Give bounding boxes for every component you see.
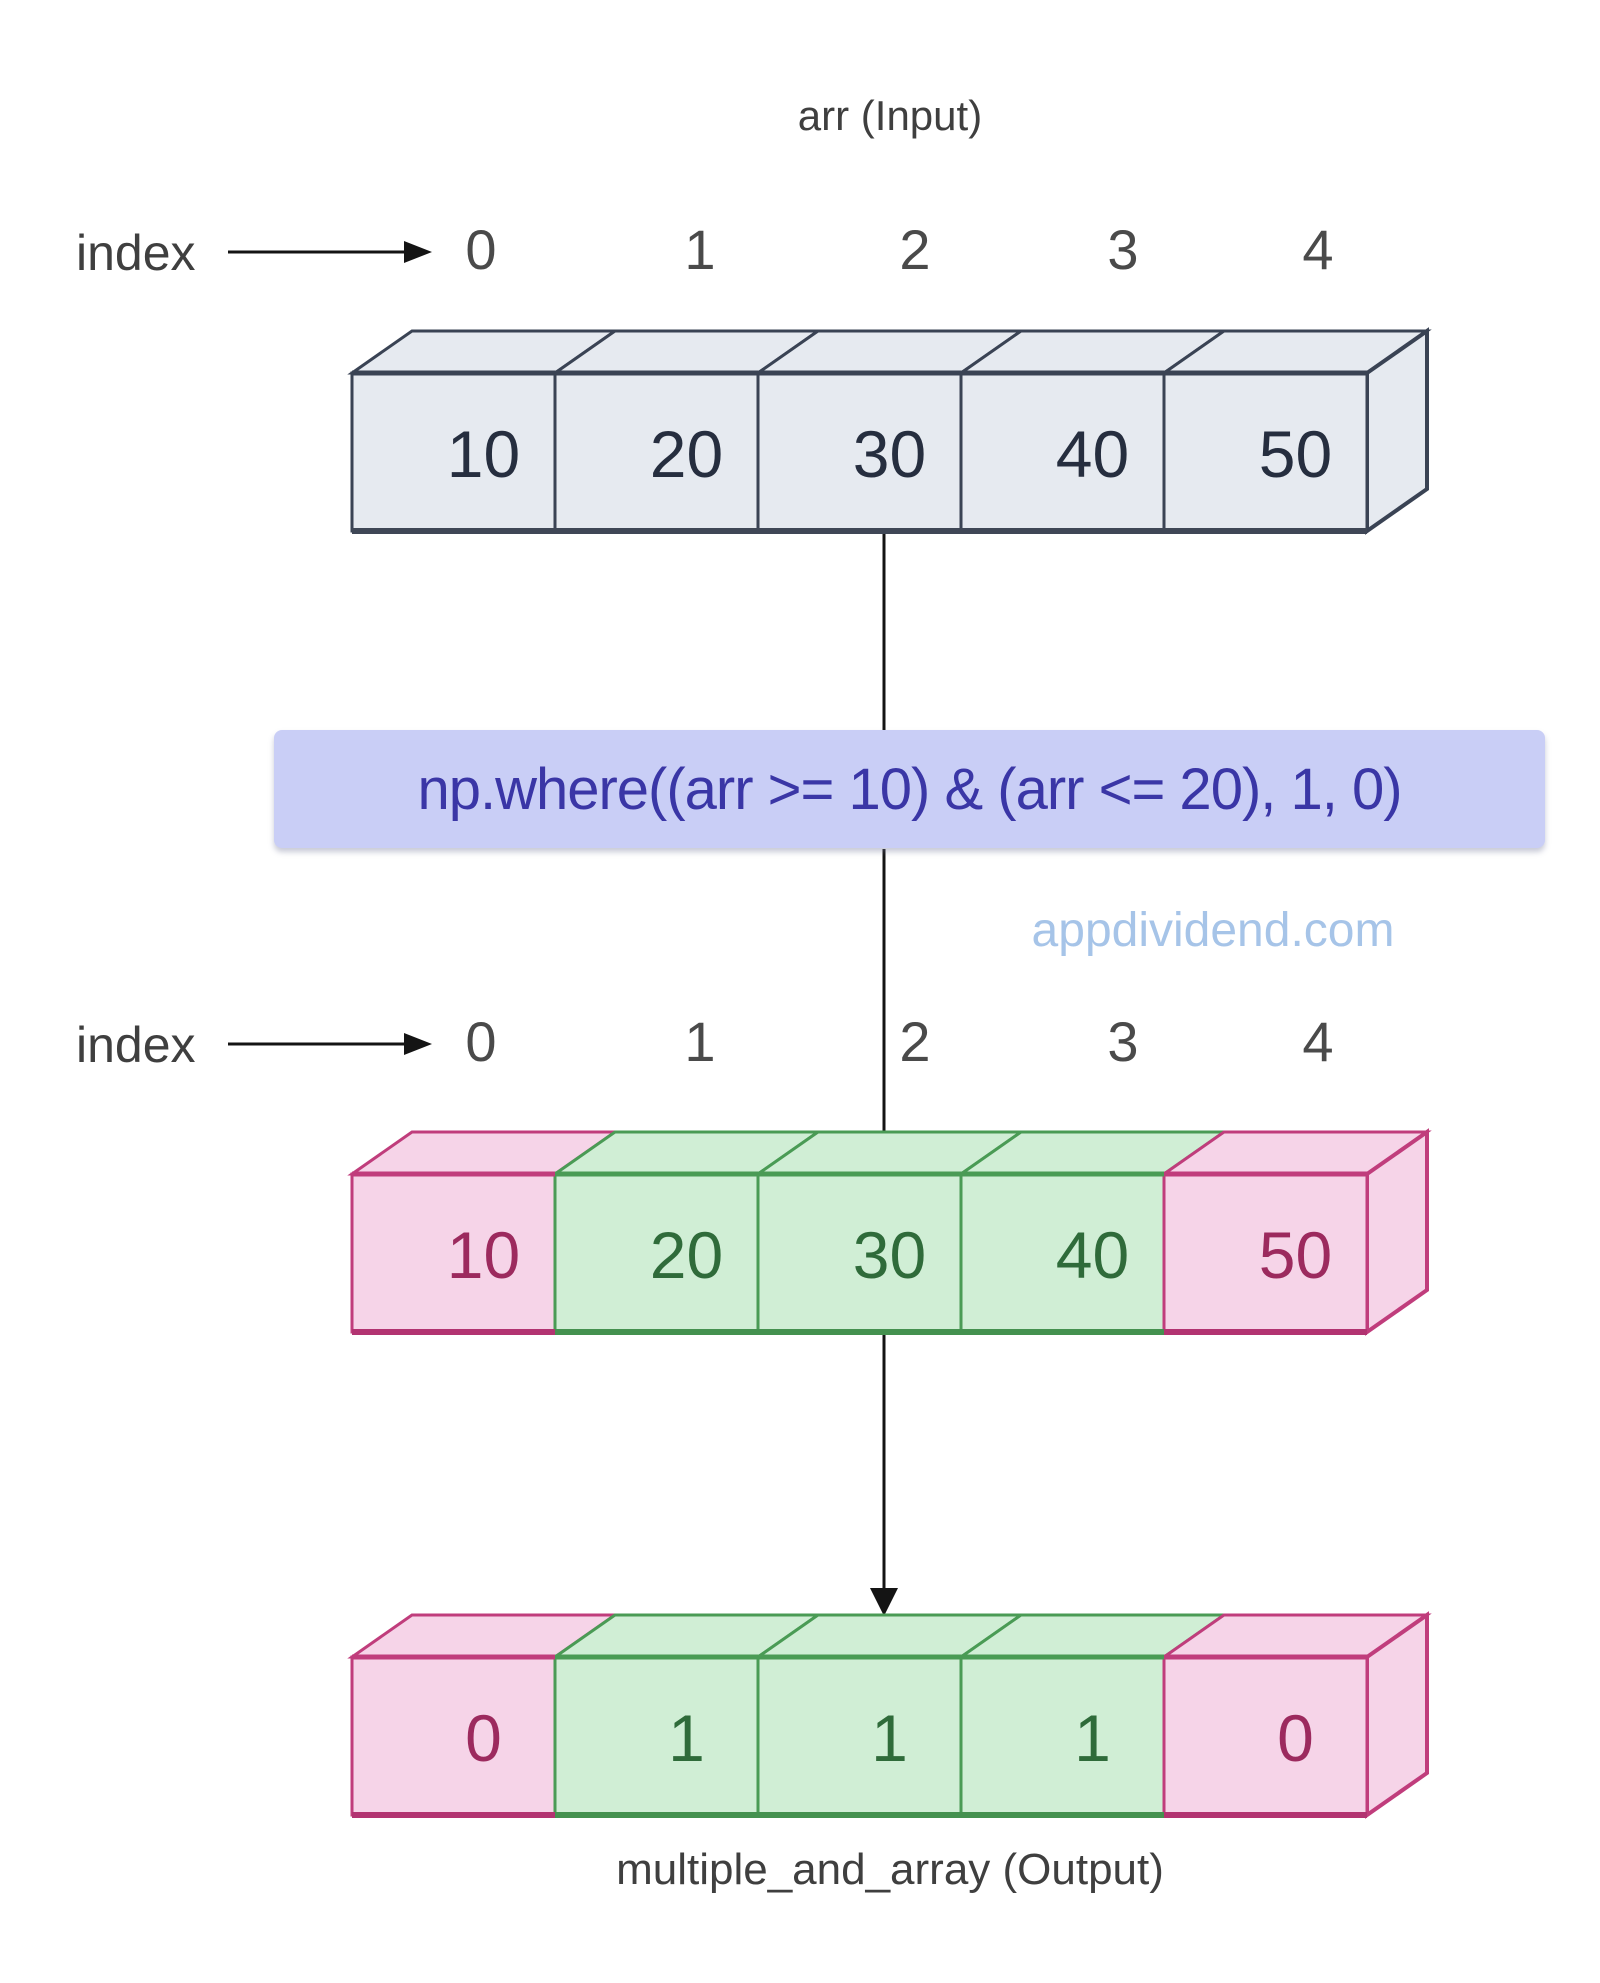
array-cell: [756, 371, 963, 533]
array-cell-top-face: [753, 1130, 1026, 1176]
array-cell: [1162, 371, 1369, 533]
watermark: appdividend.com: [1031, 904, 1395, 957]
index-value: 4: [1302, 1010, 1334, 1073]
array-cell: [350, 1655, 557, 1817]
array-cell: [756, 1172, 963, 1334]
cell-value: 20: [650, 417, 723, 491]
array-cell: [959, 371, 1166, 533]
array-cell-top-face: [347, 329, 620, 375]
index-value: 0: [465, 218, 497, 281]
index-arrow-head: [404, 1033, 432, 1055]
cell-value: 40: [1056, 417, 1129, 491]
array-cell-top-face: [753, 329, 1026, 375]
array-cell-side-face: [1365, 1128, 1429, 1336]
cell-value: 0: [1277, 1701, 1314, 1775]
np-where-expression-box: np.where((arr >= 10) & (arr <= 20), 1, 0…: [274, 730, 1545, 848]
array-cell: [350, 1172, 557, 1334]
index-value: 0: [465, 1010, 497, 1073]
array-cell: [553, 371, 760, 533]
index-label: index: [76, 1017, 196, 1073]
cell-value: 40: [1056, 1218, 1129, 1292]
array-cell: [553, 1655, 760, 1817]
array-cell-top-face: [550, 1130, 823, 1176]
index-value: 4: [1302, 218, 1334, 281]
cell-value: 0: [465, 1701, 502, 1775]
index-value: 3: [1107, 218, 1139, 281]
index-value: 1: [684, 218, 716, 281]
array-cell-top-face: [956, 1613, 1229, 1659]
array-cell: [1162, 1172, 1369, 1334]
cell-value: 30: [853, 1218, 926, 1292]
array-cell-top-face: [347, 1130, 620, 1176]
array-cell: [756, 1655, 963, 1817]
array-cell-top-face: [1159, 1130, 1432, 1176]
array-cell-top-face: [347, 1613, 620, 1659]
array-cell: [1162, 1655, 1369, 1817]
array-cell: [959, 1655, 1166, 1817]
cell-value: 10: [447, 1218, 520, 1292]
cell-value: 1: [871, 1701, 908, 1775]
array-cell-top-face: [753, 1613, 1026, 1659]
index-label: index: [76, 225, 196, 281]
cell-value: 30: [853, 417, 926, 491]
array-cell-top-face: [1159, 329, 1432, 375]
array-cell-top-face: [550, 329, 823, 375]
cell-value: 1: [1074, 1701, 1111, 1775]
index-value: 2: [899, 1010, 931, 1073]
cell-value: 20: [650, 1218, 723, 1292]
array-cell-top-face: [1159, 1613, 1432, 1659]
array-cell-top-face: [956, 1130, 1229, 1176]
array-cell-side-face: [1365, 1611, 1429, 1819]
cell-value: 50: [1259, 417, 1332, 491]
index-arrow-head: [404, 241, 432, 263]
array-cell-top-face: [956, 329, 1229, 375]
np-where-expression: np.where((arr >= 10) & (arr <= 20), 1, 0…: [417, 756, 1402, 822]
cell-value: 10: [447, 417, 520, 491]
array-cell: [959, 1172, 1166, 1334]
diagram-title: arr (Input): [797, 92, 983, 139]
array-cell: [350, 371, 557, 533]
array-cell: [553, 1172, 760, 1334]
cell-value: 1: [668, 1701, 705, 1775]
index-value: 2: [899, 218, 931, 281]
index-value: 3: [1107, 1010, 1139, 1073]
index-value: 1: [684, 1010, 716, 1073]
array-cell-side-face: [1365, 327, 1429, 535]
flow-arrow-head: [870, 1588, 898, 1616]
output-array-label: multiple_and_array (Output): [616, 1845, 1164, 1894]
cell-value: 50: [1259, 1218, 1332, 1292]
array-cell-top-face: [550, 1613, 823, 1659]
